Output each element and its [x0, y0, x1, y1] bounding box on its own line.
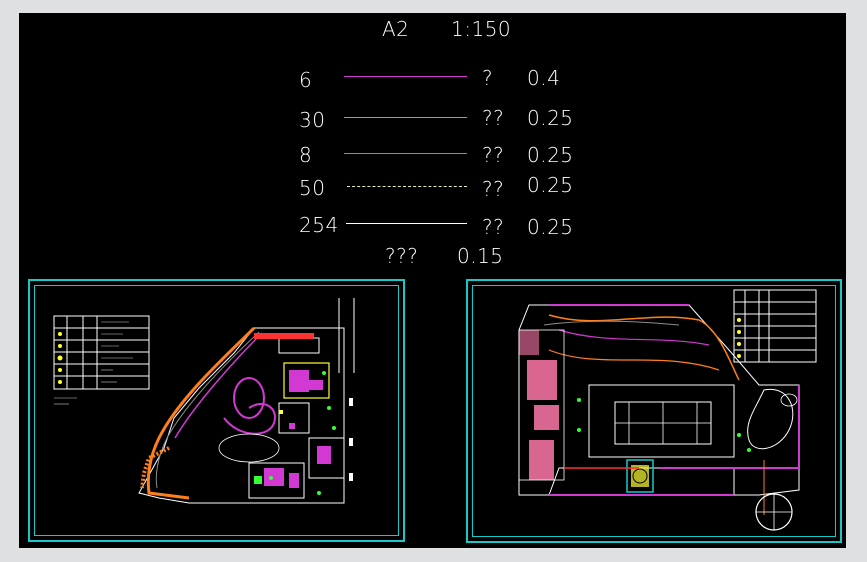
weight-30: 0.25: [527, 106, 574, 130]
lineweight-sample-50: [347, 186, 467, 187]
plot-mark-254: ??: [482, 215, 505, 239]
color-index-50: 50: [299, 176, 326, 200]
lineweight-sample-8: [344, 153, 467, 154]
lineweight-sample-254: [346, 223, 467, 224]
sheet-size-label: A2: [382, 17, 410, 41]
color-index-6: 6: [299, 68, 313, 92]
plot-mark-8: ??: [482, 143, 505, 167]
lineweight-sample-30: [344, 117, 467, 118]
weight-6: 0.4: [527, 66, 561, 90]
lineweight-sample-6: [344, 76, 467, 77]
left-drawing-border: [34, 285, 399, 536]
plot-mark-6: ?: [482, 66, 494, 90]
cad-model-space[interactable]: A2 1:150 6 ? 0.4 30 ?? 0.25 8 ?? 0.25 50…: [19, 13, 846, 548]
color-index-8: 8: [299, 143, 313, 167]
weight-50: 0.25: [527, 173, 574, 197]
scale-label: 1:150: [451, 17, 512, 41]
left-site-plan[interactable]: [49, 298, 384, 508]
weight-8: 0.25: [527, 143, 574, 167]
right-drawing-frame[interactable]: [466, 279, 842, 543]
right-drawing-border: [472, 285, 836, 537]
right-site-plan[interactable]: [489, 289, 834, 531]
left-drawing-frame[interactable]: [28, 279, 405, 542]
plot-mark-50: ??: [482, 177, 505, 201]
plot-mark-30: ??: [482, 106, 505, 130]
footer-label: ???: [385, 244, 419, 268]
left-legend-table: [53, 315, 150, 390]
footer-weight: 0.15: [457, 244, 504, 268]
color-index-30: 30: [299, 108, 326, 132]
color-index-254: 254: [299, 213, 339, 237]
weight-254: 0.25: [527, 215, 574, 239]
